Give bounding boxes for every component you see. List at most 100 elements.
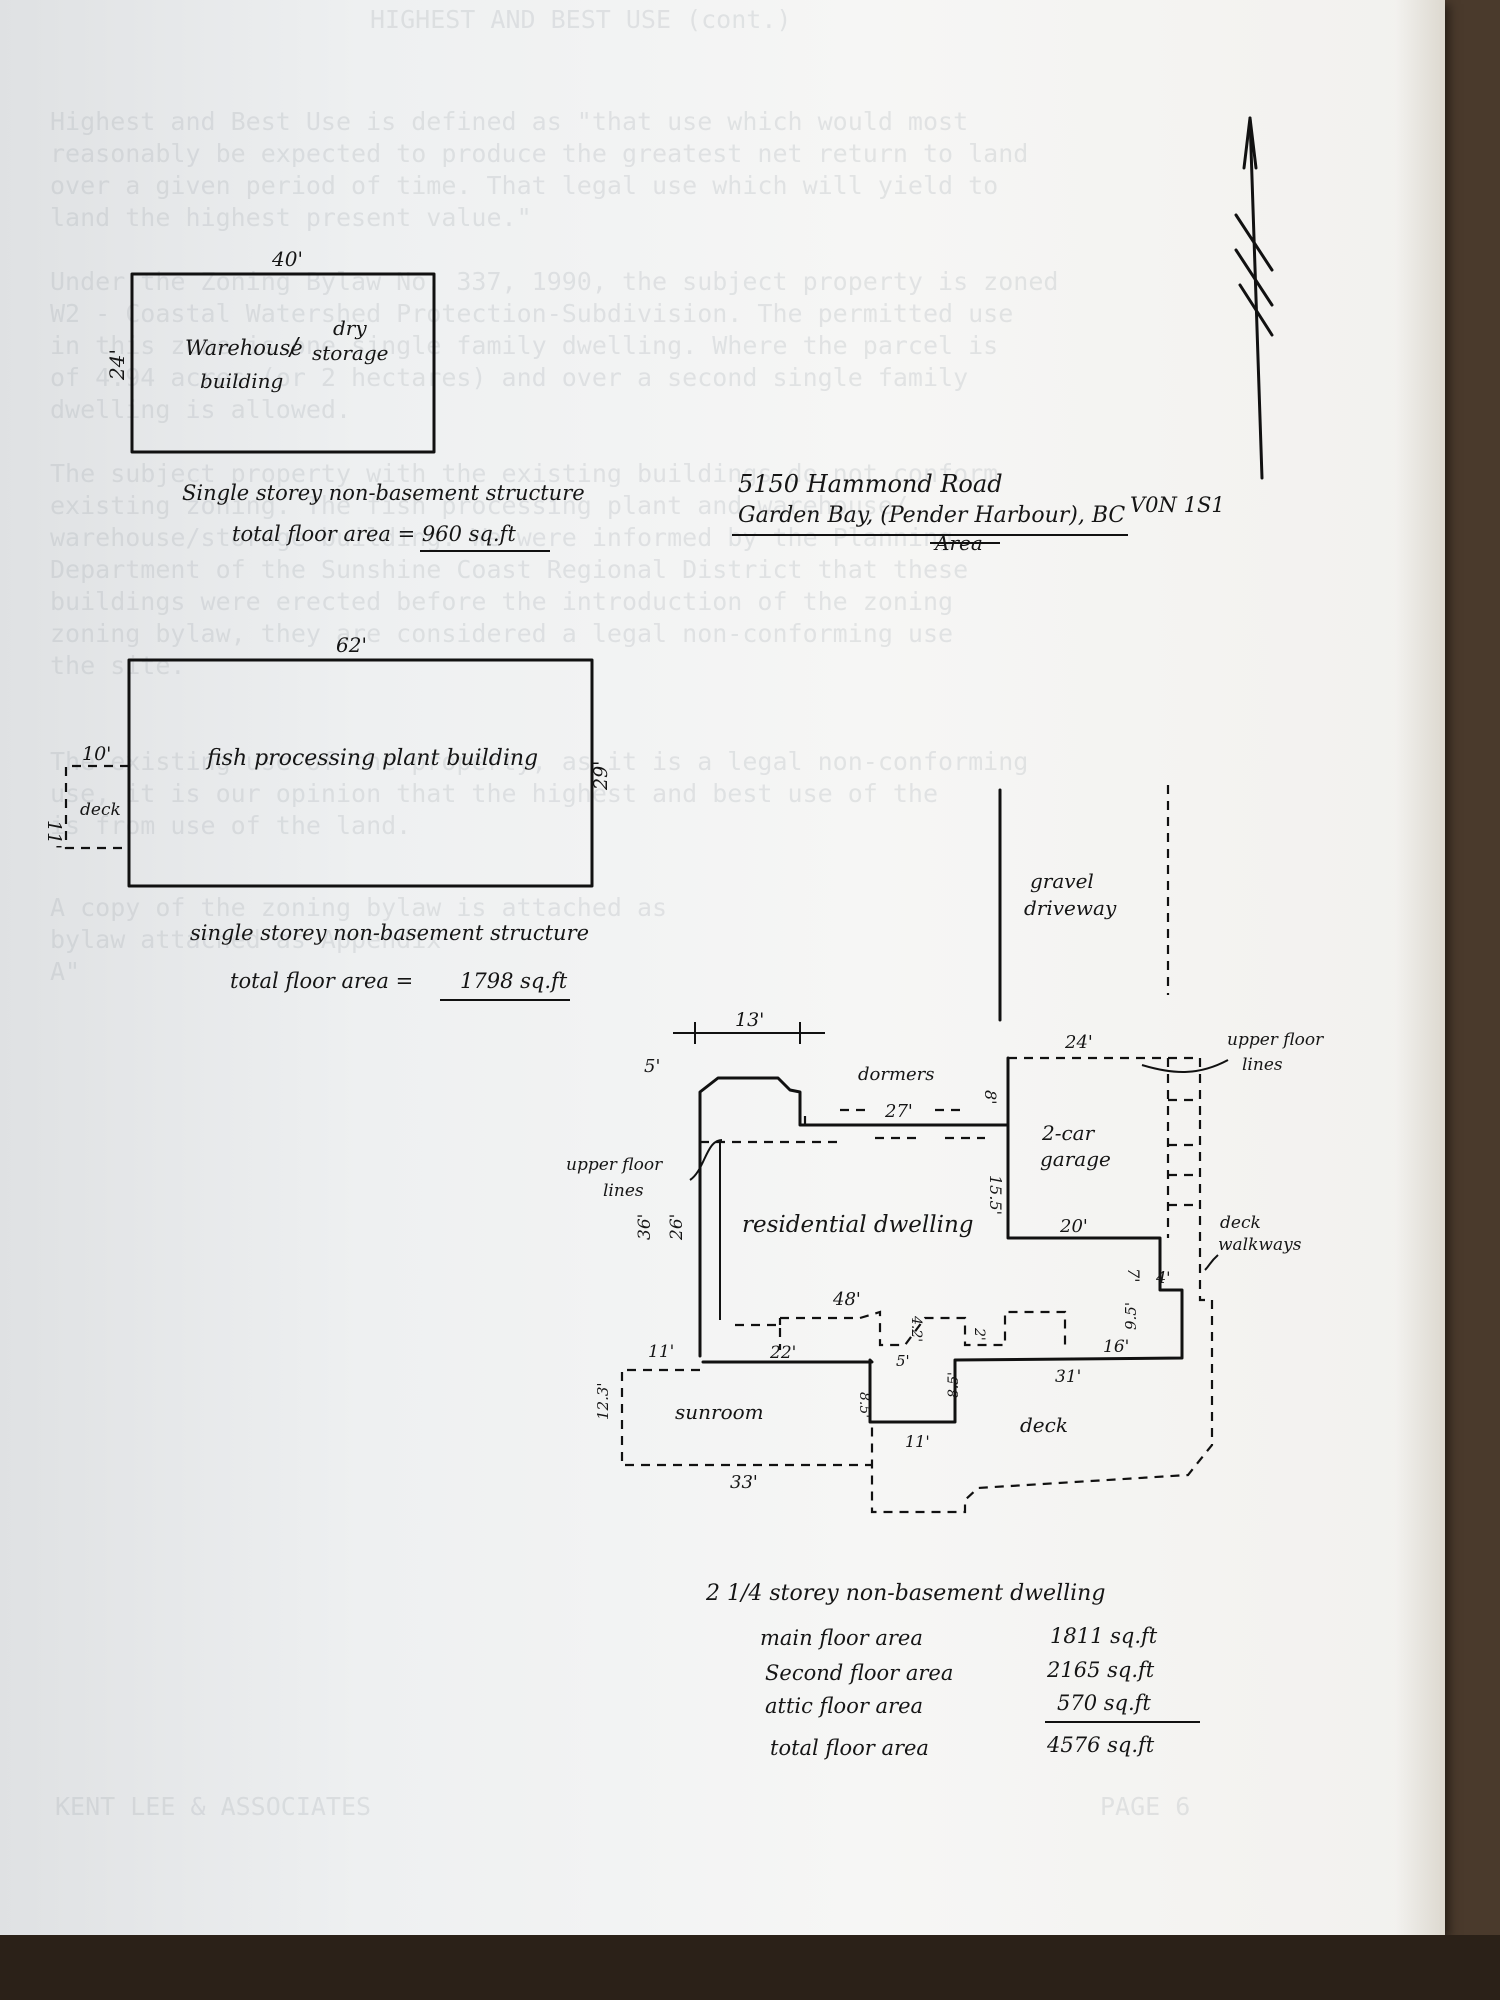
bleed-footer-left: KENT LEE & ASSOCIATES <box>55 1792 371 1821</box>
summary-total-value: 4576 sq.ft <box>1046 1733 1155 1757</box>
bleed-line: in this zone is one single family dwelli… <box>50 331 998 360</box>
dim-26: 26' <box>667 1214 687 1241</box>
dormers-label: dormers <box>858 1064 935 1085</box>
bleed-line: W2 - Coastal Watershed Protection-Subdiv… <box>50 299 1013 328</box>
bleed-through-text: HIGHEST AND BEST USE (cont.) Highest and… <box>50 5 1190 1821</box>
deck-outline <box>870 1120 1214 1514</box>
fish-plant-area-value: 1798 sq.ft <box>460 969 568 993</box>
bleed-line: Under the Zoning Bylaw No. 337, 1990, th… <box>50 267 1058 296</box>
fish-plant-label: fish processing plant building <box>205 746 538 771</box>
warehouse-slash: / <box>288 333 301 361</box>
bleed-line: zoning bylaw, they are considered a lega… <box>50 619 953 648</box>
fish-plant-sketch: 62' 10' 11' deck 29' fish processing pla… <box>43 633 612 1001</box>
summary-row-value: 2165 sq.ft <box>1046 1658 1155 1682</box>
bleed-line: reasonably be expected to produce the gr… <box>50 139 1028 168</box>
garage-upper-outline <box>1008 1056 1202 1120</box>
dim-2: 2' <box>971 1327 987 1341</box>
dim-27: 27' <box>884 1101 913 1122</box>
dim-5-top: 5' <box>644 1056 660 1077</box>
dim-22: 22' <box>769 1343 796 1363</box>
dim-31: 31' <box>1055 1367 1081 1387</box>
summary-total-label: total floor area <box>770 1736 929 1760</box>
dim-9-5: 9.5' <box>1122 1302 1140 1330</box>
summary-row-label: Second floor area <box>765 1661 953 1685</box>
dim-20: 20' <box>1059 1216 1088 1237</box>
bleed-line: The existing use of the property, as it … <box>50 747 1028 776</box>
address-line-1: 5150 Hammond Road <box>738 470 1003 498</box>
north-arrow-slash <box>1238 283 1274 337</box>
bleed-line: Highest and Best Use is defined as "that… <box>50 107 968 136</box>
summary-row-value: 570 sq.ft <box>1057 1691 1151 1715</box>
dim-15-5: 15.5' <box>986 1175 1005 1215</box>
upper-floor-line-bottom <box>735 1310 1067 1350</box>
upper-floor-pointer-left <box>689 1139 723 1181</box>
warehouse-label-dry: dry <box>333 316 367 340</box>
bleed-line: existing zoning. The fish processing pla… <box>50 491 908 520</box>
bleed-line: Department of the Sunshine Coast Regiona… <box>50 555 968 584</box>
summary-title: 2 1/4 storey non-basement dwelling <box>705 1581 1105 1606</box>
warehouse-area: total floor area = 960 sq.ft <box>232 522 516 546</box>
garage-label-2: garage <box>1040 1147 1111 1171</box>
north-arrow-shaft <box>1248 116 1264 480</box>
fish-plant-description: single storey non-basement structure <box>190 921 589 945</box>
fish-plant-dim-side: 29' <box>590 761 612 791</box>
dim-8-5-right: 8.5' <box>946 1372 962 1398</box>
warehouse-sketch: 40' 24' Warehouse / dry storage building… <box>105 247 585 552</box>
dim-8: 8' <box>981 1090 1000 1105</box>
summary-row-label: main floor area <box>760 1626 923 1650</box>
warehouse-outline <box>130 272 436 454</box>
fish-plant-deck-height: 11' <box>43 820 65 849</box>
warehouse-label: Warehouse <box>185 336 303 360</box>
bleed-line: A copy of the zoning bylaw is attached a… <box>50 893 667 922</box>
dim-13: 13' <box>735 1009 764 1031</box>
warehouse-dim-top: 40' <box>271 247 303 271</box>
dim-4: 4' <box>1155 1268 1171 1287</box>
north-arrow-head <box>1242 116 1258 170</box>
deck-walkways-label-1: deck <box>1220 1213 1261 1233</box>
dim-33: 33' <box>730 1472 758 1493</box>
bleed-line: of 4.94 acres (or 2 hectares) and over a… <box>50 363 968 392</box>
deck-walkways-pointer <box>1204 1254 1219 1271</box>
dwelling-summary: 2 1/4 storey non-basement dwelling main … <box>705 1581 1200 1760</box>
dim-12-3: 12.3' <box>594 1382 612 1420</box>
sunroom-label: sunroom <box>675 1400 764 1424</box>
dwelling-plan: gravel driveway 13' 5' dormers 27' 8' 24… <box>566 785 1324 1514</box>
dim-16: 16' <box>1103 1337 1129 1357</box>
bleed-line: A" <box>50 957 80 986</box>
deck-label: deck <box>1020 1413 1068 1437</box>
summary-row-value: 1811 sq.ft <box>1050 1624 1158 1648</box>
fish-plant-deck-outline <box>64 764 129 850</box>
upper-floor-lines-right-1: upper floor <box>1227 1030 1324 1050</box>
bleed-line: bylaw attached as Appendix <box>50 925 441 954</box>
dim-48: 48' <box>832 1289 861 1310</box>
fish-plant-outline <box>127 658 594 888</box>
fish-plant-deck-width: 10' <box>82 743 111 765</box>
warehouse-description: Single storey non-basement structure <box>182 481 585 505</box>
dormer-lines <box>803 1108 985 1140</box>
dim-24: 24' <box>1064 1032 1093 1053</box>
north-arrow-slash <box>1234 213 1274 272</box>
bleed-line: warehouse/storage building. We were info… <box>50 523 953 552</box>
sunroom-outline <box>620 1368 872 1467</box>
fish-plant-area-label: total floor area = <box>230 969 413 993</box>
bleed-line: over a given period of time. That legal … <box>50 171 998 200</box>
driveway-label-1: gravel <box>1030 869 1094 893</box>
warehouse-label-building: building <box>200 369 283 393</box>
dim-11-left: 11' <box>648 1342 674 1362</box>
upper-floor-lines-left-1: upper floor <box>566 1155 663 1175</box>
deck-walkway-lines <box>1168 1098 1200 1207</box>
north-arrow-icon <box>1234 116 1274 480</box>
dim-36: 36' <box>635 1214 655 1240</box>
dim-11-bottom: 11' <box>905 1432 930 1451</box>
warehouse-dim-side: 24' <box>105 349 129 381</box>
warehouse-label-storage: storage <box>312 341 388 365</box>
bleed-line: dwelling is allowed. <box>50 395 351 424</box>
address-postal: V0N 1S1 <box>1130 493 1225 517</box>
dim-5-mid: 5' <box>896 1352 910 1370</box>
dim-8-5-left: 8.5' <box>856 1392 872 1418</box>
address-line-2: Garden Bay, (Pender Harbour), BC <box>738 503 1125 528</box>
upper-floor-pointer-right <box>1141 1059 1229 1073</box>
garage-label-1: 2-car <box>1041 1121 1096 1145</box>
fish-plant-deck-label: deck <box>80 800 121 820</box>
